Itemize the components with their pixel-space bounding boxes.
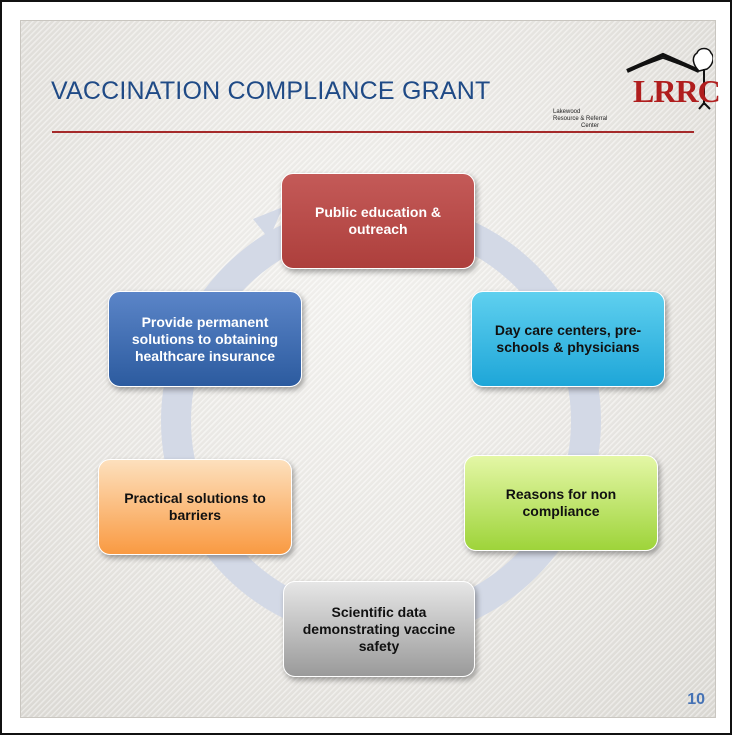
node-practical-solutions: Practical solutions to barriers (98, 459, 292, 555)
logo-tagline: Lakewood Resource & Referral Center (553, 109, 635, 130)
cycle-diagram: Public education & outreach Day care cen… (21, 21, 715, 717)
title-divider (52, 131, 694, 133)
node-scientific-data: Scientific data demonstrating vaccine sa… (283, 581, 475, 677)
logo-tagline-line-1: Lakewood (553, 109, 581, 115)
node-healthcare-insurance: Provide permanent solutions to obtaining… (108, 291, 302, 387)
page-number: 10 (687, 691, 705, 708)
logo-wordmark: LRRC (633, 73, 721, 109)
cycle-arrowhead-icon (253, 207, 283, 239)
slide-title: VACCINATION COMPLIANCE GRANT (51, 77, 491, 105)
node-day-care-centers: Day care centers, pre-schools & physicia… (471, 291, 665, 387)
logo-tagline-line-2: Resource & Referral (553, 116, 608, 122)
node-reasons-non-compliance: Reasons for non compliance (464, 455, 658, 551)
lrrc-logo: Lakewood Resource & Referral Center LRRC (553, 47, 721, 129)
node-public-education: Public education & outreach (281, 173, 475, 269)
logo-tagline-line-3: Center (581, 123, 600, 129)
logo-house-tree-graphic (626, 47, 713, 110)
slide: VACCINATION COMPLIANCE GRANT Lakewood Re… (20, 20, 721, 718)
